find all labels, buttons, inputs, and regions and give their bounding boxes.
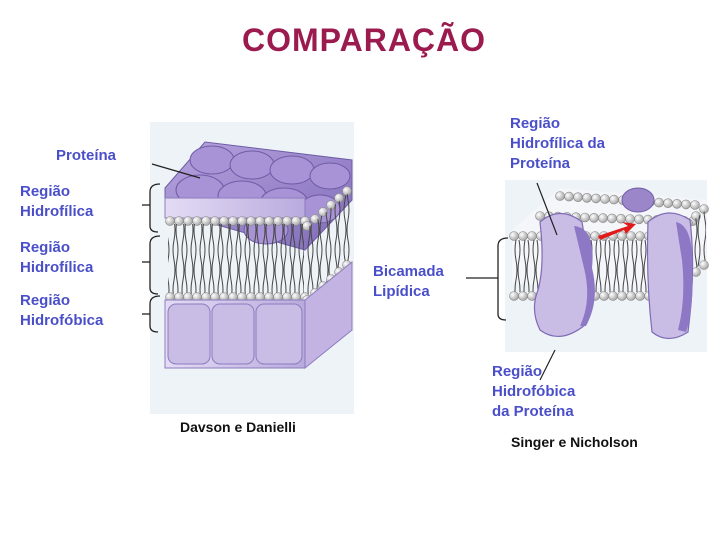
lipid-head bbox=[681, 199, 691, 210]
davson-danielli-model bbox=[142, 122, 354, 414]
lipid-head bbox=[625, 214, 635, 224]
lipid-head bbox=[609, 194, 619, 205]
lipid-head bbox=[573, 192, 583, 202]
lipid-head bbox=[607, 213, 617, 224]
lipid-head bbox=[617, 231, 627, 241]
lipid-head bbox=[617, 291, 627, 301]
singer-nicholson-model bbox=[466, 180, 709, 381]
lipid-head bbox=[555, 191, 565, 201]
lipid-head bbox=[654, 197, 664, 208]
caption-singer-nicholson: Singer e Nicholson bbox=[511, 434, 638, 450]
caption-davson-danielli: Davson e Danielli bbox=[180, 419, 296, 435]
arrow-icon bbox=[598, 222, 636, 240]
label-regiao-hidrofilica-2: Região Hidrofílica bbox=[20, 239, 94, 276]
lipid-head bbox=[527, 231, 537, 241]
label-regiao-hidrofilica-1: Região Hidrofílica bbox=[20, 183, 94, 220]
label-regiao-hidrofobica: Região Hidrofóbica bbox=[20, 292, 104, 329]
lipid-head bbox=[589, 213, 599, 223]
lipid-head bbox=[518, 231, 528, 241]
label-proteina: Proteína bbox=[56, 147, 117, 164]
lipid-head bbox=[635, 291, 645, 301]
lipid-head bbox=[626, 231, 636, 241]
lipid-head bbox=[634, 214, 644, 225]
lipid-head bbox=[509, 231, 519, 241]
lipid-head bbox=[616, 213, 626, 224]
lipid-head bbox=[608, 291, 618, 301]
label-bicamada-lipidica: Bicamada Lipídica bbox=[373, 263, 444, 300]
lipid-head bbox=[599, 291, 609, 301]
lipid-head bbox=[699, 260, 709, 270]
page-title: COMPARAÇÃO bbox=[241, 22, 487, 58]
lipid-head bbox=[509, 291, 519, 301]
lipid-head bbox=[580, 212, 590, 223]
lipid-head bbox=[663, 198, 673, 208]
lipid-head bbox=[582, 193, 592, 203]
label-hidrofobica-proteina: Região Hidrofóbica da Proteína bbox=[492, 363, 576, 420]
lipid-head bbox=[626, 291, 636, 301]
lipid-head bbox=[672, 199, 682, 209]
lipid-head bbox=[564, 191, 574, 202]
lipid-head bbox=[518, 291, 528, 301]
lipid-head bbox=[591, 193, 601, 204]
lipid-head bbox=[690, 200, 700, 210]
lipid-head bbox=[635, 231, 645, 241]
lipid-head bbox=[598, 213, 608, 223]
lipid-head bbox=[600, 194, 610, 204]
label-hidrofilica-proteina: Região Hidrofílica da Proteína bbox=[510, 115, 606, 172]
